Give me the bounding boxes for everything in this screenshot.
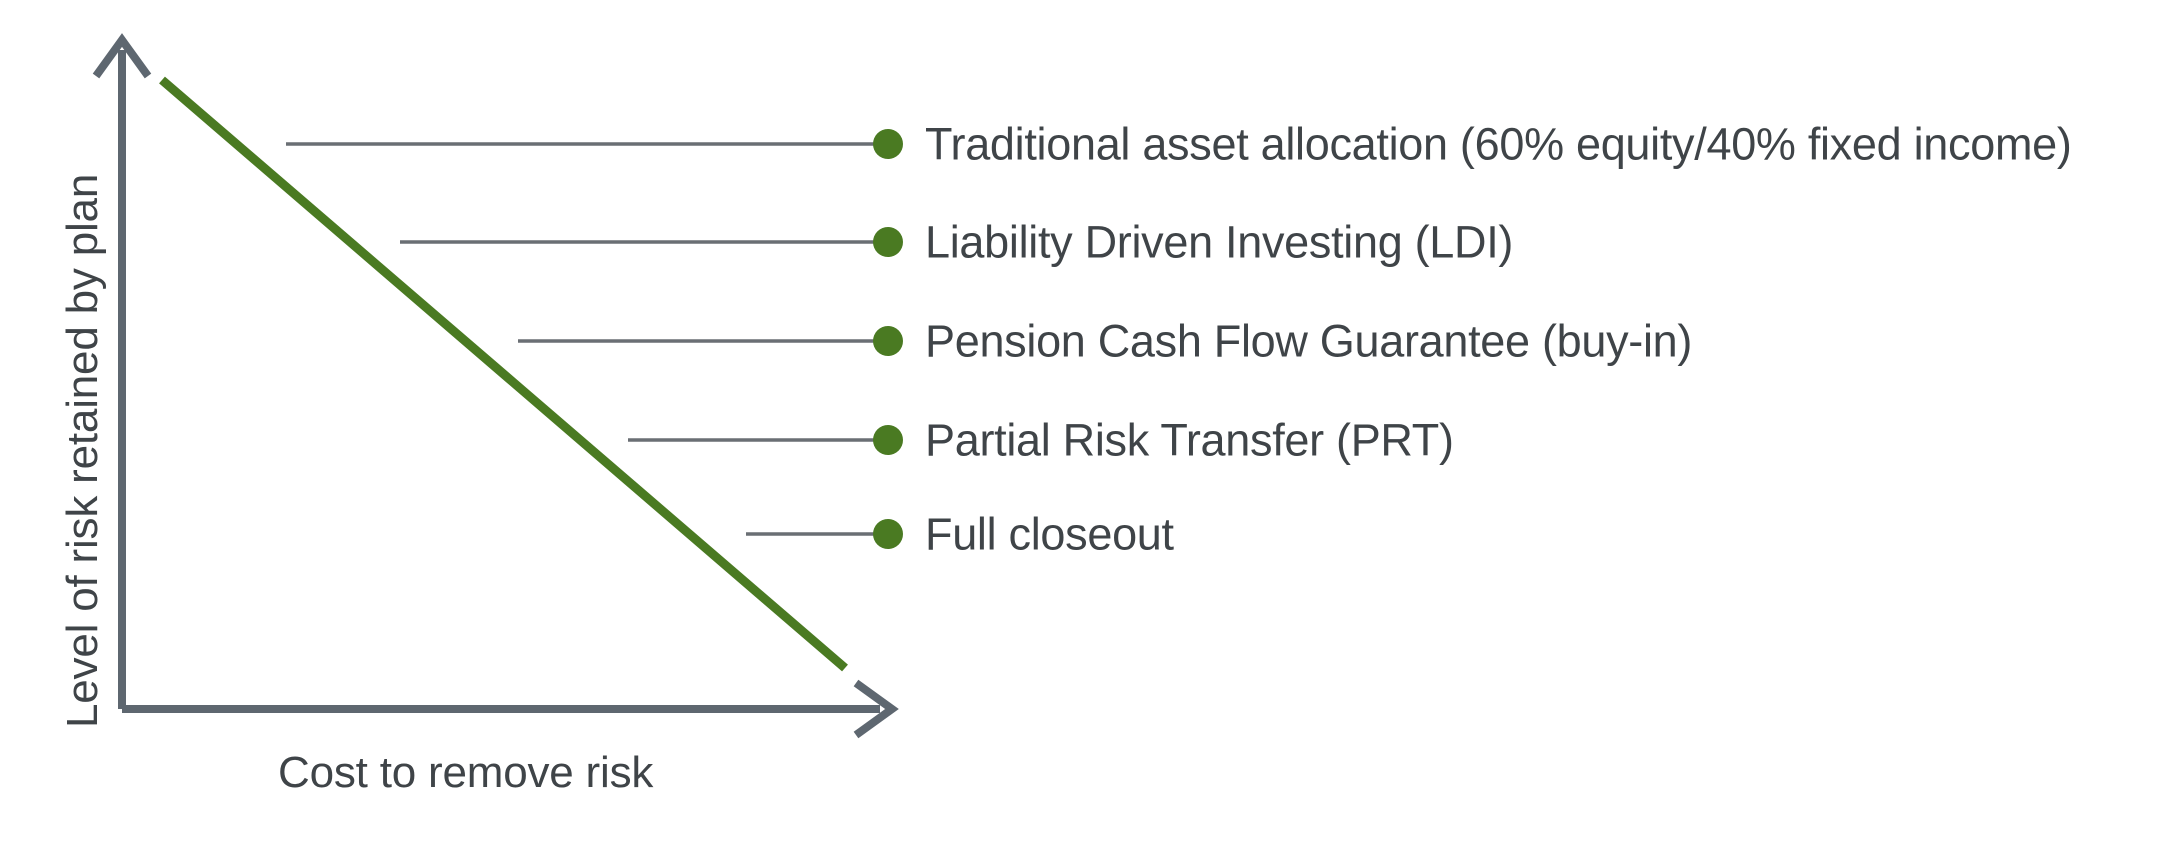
y-axis-label: Level of risk retained by plan — [58, 173, 107, 728]
x-axis-label: Cost to remove risk — [278, 748, 654, 797]
marker-dot-full-closeout[interactable] — [873, 519, 903, 549]
annotation-label-partial-risk-transfer: Partial Risk Transfer (PRT) — [925, 414, 1454, 466]
y-axis-arrowhead-icon — [92, 33, 152, 79]
x-axis-arrowhead-icon — [853, 679, 899, 739]
x-axis — [122, 679, 899, 739]
annotation-label-traditional-asset-allocation: Traditional asset allocation (60% equity… — [925, 118, 2072, 170]
data-point-markers — [873, 129, 903, 549]
marker-dot-pension-cash-flow-guarantee[interactable] — [873, 326, 903, 356]
marker-dot-liability-driven-investing[interactable] — [873, 227, 903, 257]
marker-dot-partial-risk-transfer[interactable] — [873, 425, 903, 455]
y-axis — [92, 33, 152, 709]
annotation-label-liability-driven-investing: Liability Driven Investing (LDI) — [925, 216, 1514, 268]
trend-line-risk-cost — [159, 76, 848, 672]
annotation-label-full-closeout: Full closeout — [925, 508, 1174, 560]
marker-dot-traditional-asset-allocation[interactable] — [873, 129, 903, 159]
leader-lines — [286, 142, 886, 536]
annotation-label-pension-cash-flow-guarantee: Pension Cash Flow Guarantee (buy-in) — [925, 315, 1693, 367]
